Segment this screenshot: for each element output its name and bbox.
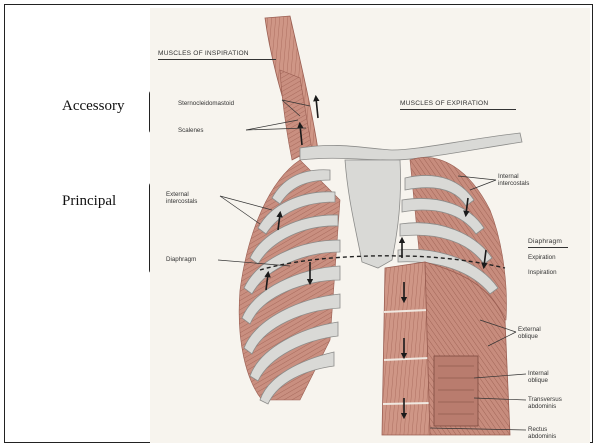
respiratory-muscles-illustration: MUSCLES OF INSPIRATION MUSCLES OF EXPIRA… — [150, 8, 590, 443]
scalenes-label: Scalenes — [178, 127, 203, 134]
principal-label: Principal — [62, 193, 116, 210]
transversus-abdominis-label: Transversus abdominis — [528, 396, 562, 410]
external-oblique-label: External oblique — [518, 326, 541, 340]
sternum-bone — [345, 160, 401, 268]
inspiration-label: Inspiration — [528, 269, 557, 276]
accessory-label: Accessory — [62, 98, 124, 115]
rectus-abdominis-label: Rectus abdominis — [528, 426, 556, 440]
diaphragm-left-label: Diaphragm — [166, 256, 196, 263]
inspiration-underline — [158, 59, 276, 60]
internal-oblique-panel — [434, 356, 478, 426]
external-intercostals-label: External intercostals — [166, 191, 197, 205]
inspiration-heading: MUSCLES OF INSPIRATION — [158, 50, 249, 57]
expiration-heading: MUSCLES OF EXPIRATION — [400, 100, 488, 107]
diaphragm-right-underline — [528, 247, 568, 248]
internal-intercostals-label: Internal intercostals — [498, 173, 529, 187]
anatomy-drawing — [150, 8, 590, 443]
internal-oblique-label: Internal oblique — [528, 370, 549, 384]
diaphragm-right-heading: Diaphragm — [528, 238, 562, 245]
sternocleidomastoid-label: Sternocleidomastoid — [178, 100, 234, 107]
expiration-label: Expiration — [528, 254, 556, 261]
expiration-underline — [400, 109, 516, 110]
rectus-abdominis-muscle — [382, 262, 430, 435]
clavicle-bone — [300, 133, 522, 160]
